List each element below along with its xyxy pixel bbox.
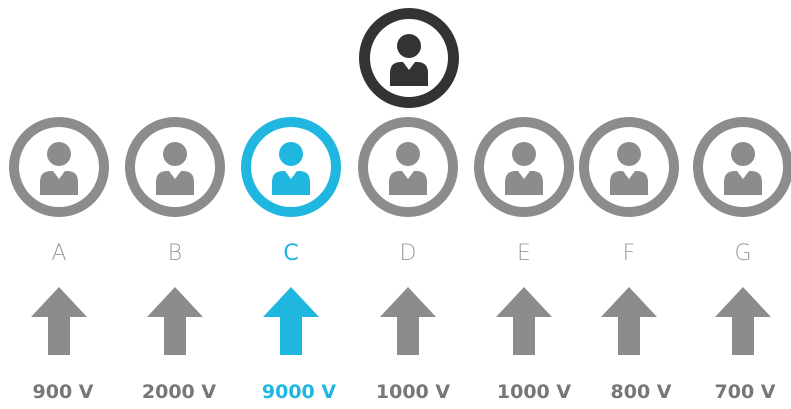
user-icon <box>505 142 543 195</box>
node-letter-c: C <box>283 241 299 266</box>
user-node-c <box>241 117 341 217</box>
node-letter-d: D <box>399 241 417 266</box>
user-icon <box>724 142 762 195</box>
user-node-a <box>9 117 109 217</box>
node-value-g: 700 V <box>714 381 776 403</box>
up-arrow-icon <box>147 287 203 355</box>
node-letter-g: G <box>734 241 752 266</box>
node-letter-b: B <box>167 241 183 266</box>
up-arrow-icon <box>715 287 771 355</box>
node-value-d: 1000 V <box>375 381 451 403</box>
user-node-ring <box>579 117 679 217</box>
up-arrow-icon <box>31 287 87 355</box>
user-node-ring <box>474 117 574 217</box>
user-icon <box>272 142 310 195</box>
up-arrow-icon <box>496 287 552 355</box>
up-arrow-icon <box>263 287 319 355</box>
node-value-f: 800 V <box>610 381 672 403</box>
user-node-g <box>693 117 791 217</box>
node-letter-e: E <box>517 241 531 266</box>
user-node-d <box>358 117 458 217</box>
user-node-f <box>579 117 679 217</box>
top-user-node <box>359 8 459 108</box>
user-icon <box>610 142 648 195</box>
user-icon <box>40 142 78 195</box>
user-icon <box>390 34 428 86</box>
user-node-ring <box>9 117 109 217</box>
node-value-a: 900 V <box>32 381 94 403</box>
node-letter-a: A <box>51 241 67 266</box>
up-arrow-icon <box>601 287 657 355</box>
user-node-ring <box>125 117 225 217</box>
user-node-ring <box>241 117 341 217</box>
user-node-ring <box>358 117 458 217</box>
node-value-e: 1000 V <box>496 381 572 403</box>
user-icon <box>389 142 427 195</box>
user-icon <box>156 142 194 195</box>
node-value-b: 2000 V <box>141 381 217 403</box>
user-node-ring <box>693 117 791 217</box>
user-node-e <box>474 117 574 217</box>
user-node-b <box>125 117 225 217</box>
node-letter-f: F <box>622 241 636 266</box>
up-arrow-icon <box>380 287 436 355</box>
node-value-c: 9000 V <box>261 381 337 403</box>
